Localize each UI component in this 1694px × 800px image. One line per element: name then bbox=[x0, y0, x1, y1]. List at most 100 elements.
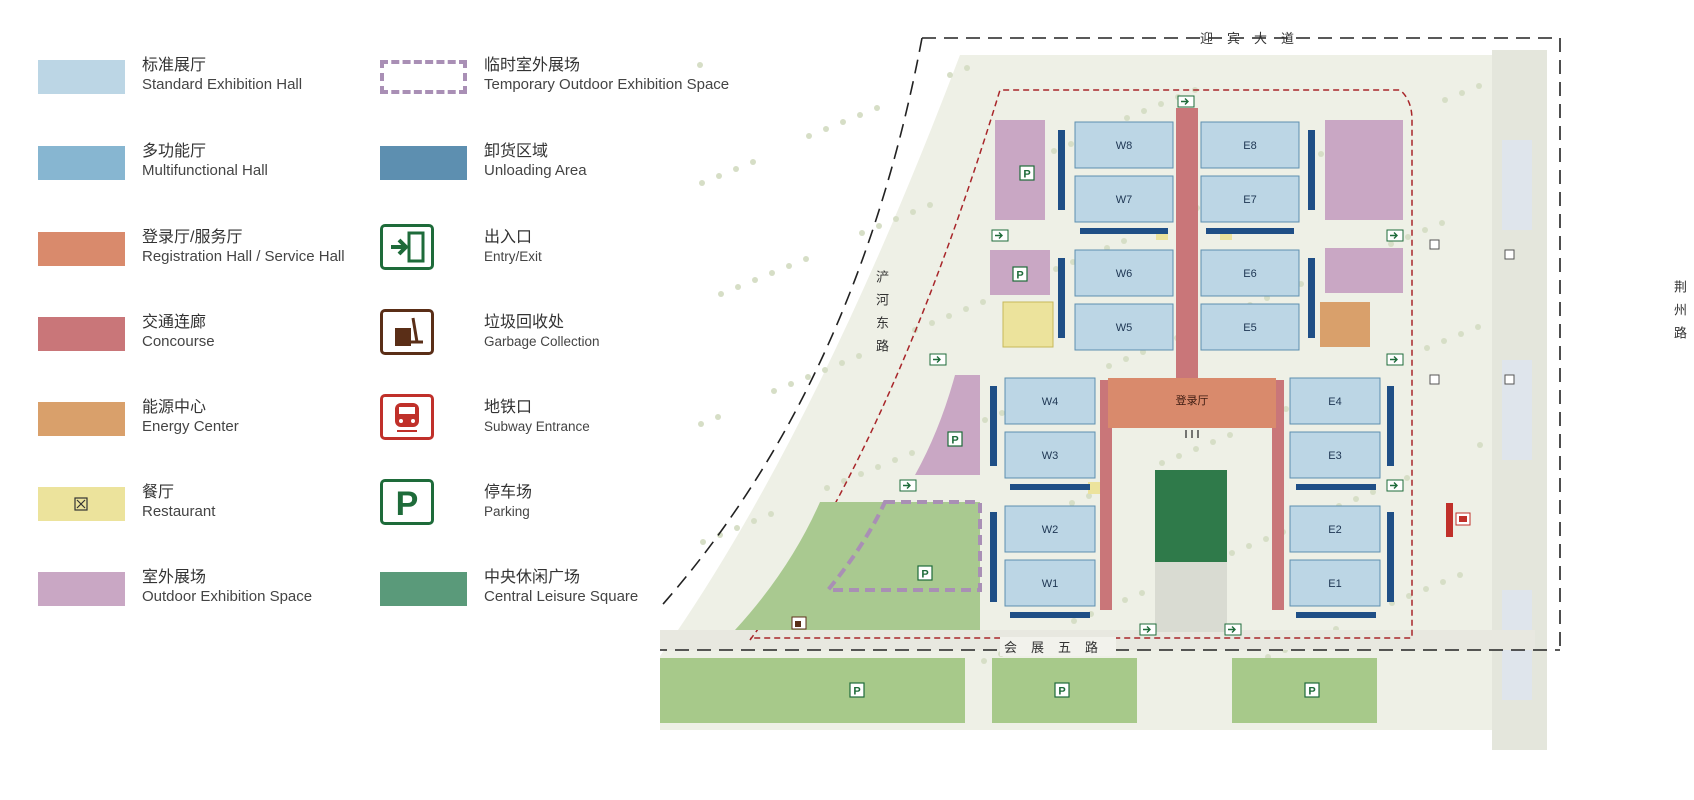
tree-dot bbox=[893, 216, 899, 222]
legend-swatch bbox=[38, 572, 125, 606]
legend-label-cn: 室外展场 bbox=[142, 569, 207, 586]
legend-label-cn: 停车场 bbox=[484, 484, 533, 501]
parking-icon-letter: P bbox=[921, 569, 928, 581]
east-building bbox=[1502, 140, 1532, 230]
tree-dot bbox=[769, 270, 775, 276]
tree-dot bbox=[980, 299, 986, 305]
parking-sw bbox=[735, 502, 980, 630]
tree-dot bbox=[1121, 238, 1127, 244]
tree-dot bbox=[1406, 593, 1412, 599]
tree-dot bbox=[929, 320, 935, 326]
legend-label: 出入口 Entry/Exit bbox=[484, 228, 542, 266]
tree-dot bbox=[892, 457, 898, 463]
legend-label-en: Entry/Exit bbox=[484, 249, 542, 264]
tree-dot bbox=[1477, 442, 1483, 448]
legend-label-cn: 地铁口 bbox=[484, 399, 533, 416]
unloading-area bbox=[1010, 484, 1090, 490]
parking-icon-letter: P bbox=[1058, 686, 1065, 698]
exhibition-hall-west bbox=[1074, 249, 1174, 297]
tree-dot bbox=[1053, 266, 1059, 272]
legend-label-cn: 垃圾回收处 bbox=[484, 314, 565, 331]
legend-swatch bbox=[38, 146, 125, 180]
legend-label-cn: 交通连廊 bbox=[142, 314, 207, 331]
subway-icon bbox=[380, 394, 434, 440]
legend-label-cn: 卸货区域 bbox=[484, 143, 549, 160]
entry-exit-icon-arrow bbox=[1390, 356, 1398, 363]
legend-label-en: Unloading Area bbox=[484, 162, 587, 179]
tree-dot bbox=[1388, 241, 1394, 247]
unloading-area bbox=[990, 512, 997, 602]
outdoor-exhibition-e bbox=[1325, 248, 1403, 293]
legend-swatch bbox=[38, 402, 125, 436]
legend-label-en: Garbage Collection bbox=[484, 334, 600, 349]
exhibition-hall-west bbox=[1004, 559, 1096, 607]
exhibition-hall-west bbox=[1074, 175, 1174, 223]
tree-dot bbox=[1476, 83, 1482, 89]
entry-exit-icon-arrow bbox=[1143, 626, 1151, 633]
exhibition-hall-east bbox=[1289, 431, 1381, 479]
tree-dot bbox=[735, 284, 741, 290]
building-marker bbox=[1429, 374, 1440, 385]
hall-label-west: W8 bbox=[1116, 140, 1133, 152]
unloading-area bbox=[1080, 228, 1168, 234]
legend-label-en: Outdoor Exhibition Space bbox=[142, 588, 313, 605]
tree-dot bbox=[1458, 331, 1464, 337]
legend-label-cn: 餐厅 bbox=[142, 484, 175, 501]
building-marker bbox=[1504, 249, 1515, 260]
parking-icon-letter: P bbox=[1023, 169, 1030, 181]
legend-label: 垃圾回收处 Garbage Collection bbox=[484, 313, 600, 351]
road-label-north: 迎宾大道 bbox=[1200, 31, 1309, 46]
hall-label-east: E2 bbox=[1328, 524, 1341, 536]
parking-icon-letter: P bbox=[951, 435, 958, 447]
restaurant-icon bbox=[38, 487, 125, 521]
tree-dot bbox=[857, 112, 863, 118]
tree-dot bbox=[716, 173, 722, 179]
hall-label-west: W5 bbox=[1116, 322, 1133, 334]
tree-dot bbox=[1068, 141, 1074, 147]
tree-dot bbox=[1441, 338, 1447, 344]
tree-dot bbox=[982, 417, 988, 423]
tree-dot bbox=[1227, 432, 1233, 438]
legend-swatch bbox=[38, 317, 125, 351]
energy-center bbox=[1320, 302, 1370, 347]
tree-dot bbox=[1139, 590, 1145, 596]
tree-dot bbox=[876, 223, 882, 229]
central-leisure-square bbox=[1155, 470, 1227, 562]
legend-label-en: Subway Entrance bbox=[484, 419, 590, 434]
site-boundary bbox=[660, 37, 1561, 651]
tree-dot bbox=[1141, 108, 1147, 114]
unloading-area bbox=[1308, 130, 1315, 210]
registration-hall bbox=[1108, 378, 1276, 428]
parking-icon bbox=[917, 565, 933, 581]
tree-dot bbox=[697, 62, 703, 68]
hall-label-east: E4 bbox=[1328, 396, 1341, 408]
central-concourse bbox=[1176, 108, 1198, 380]
parking-icon bbox=[1012, 266, 1028, 282]
legend-label-en: Concourse bbox=[142, 333, 215, 350]
tree-dot bbox=[824, 485, 830, 491]
tree-dot bbox=[1405, 234, 1411, 240]
legend-label: 室外展场 Outdoor Exhibition Space bbox=[142, 568, 312, 606]
exhibition-hall-west bbox=[1004, 377, 1096, 425]
road-label-west: 浐河东路 bbox=[874, 270, 889, 362]
tree-dot bbox=[927, 202, 933, 208]
tree-dot bbox=[1353, 496, 1359, 502]
hall-label-east: E8 bbox=[1243, 140, 1256, 152]
tree-dot bbox=[909, 450, 915, 456]
legend-label-cn: 出入口 bbox=[484, 229, 533, 246]
tree-dot bbox=[752, 277, 758, 283]
tree-dot bbox=[874, 105, 880, 111]
building-marker bbox=[1504, 374, 1515, 385]
legend-label-en: Temporary Outdoor Exhibition Space bbox=[484, 76, 730, 93]
legend-label-en: Energy Center bbox=[142, 418, 239, 435]
tree-dot bbox=[1106, 363, 1112, 369]
parking-icon bbox=[1054, 682, 1070, 698]
parking-icon bbox=[1304, 682, 1320, 698]
parking-icon bbox=[947, 431, 963, 447]
parking-icon: P bbox=[380, 479, 434, 525]
legend-label-cn: 能源中心 bbox=[142, 399, 207, 416]
tree-dot bbox=[1229, 550, 1235, 556]
